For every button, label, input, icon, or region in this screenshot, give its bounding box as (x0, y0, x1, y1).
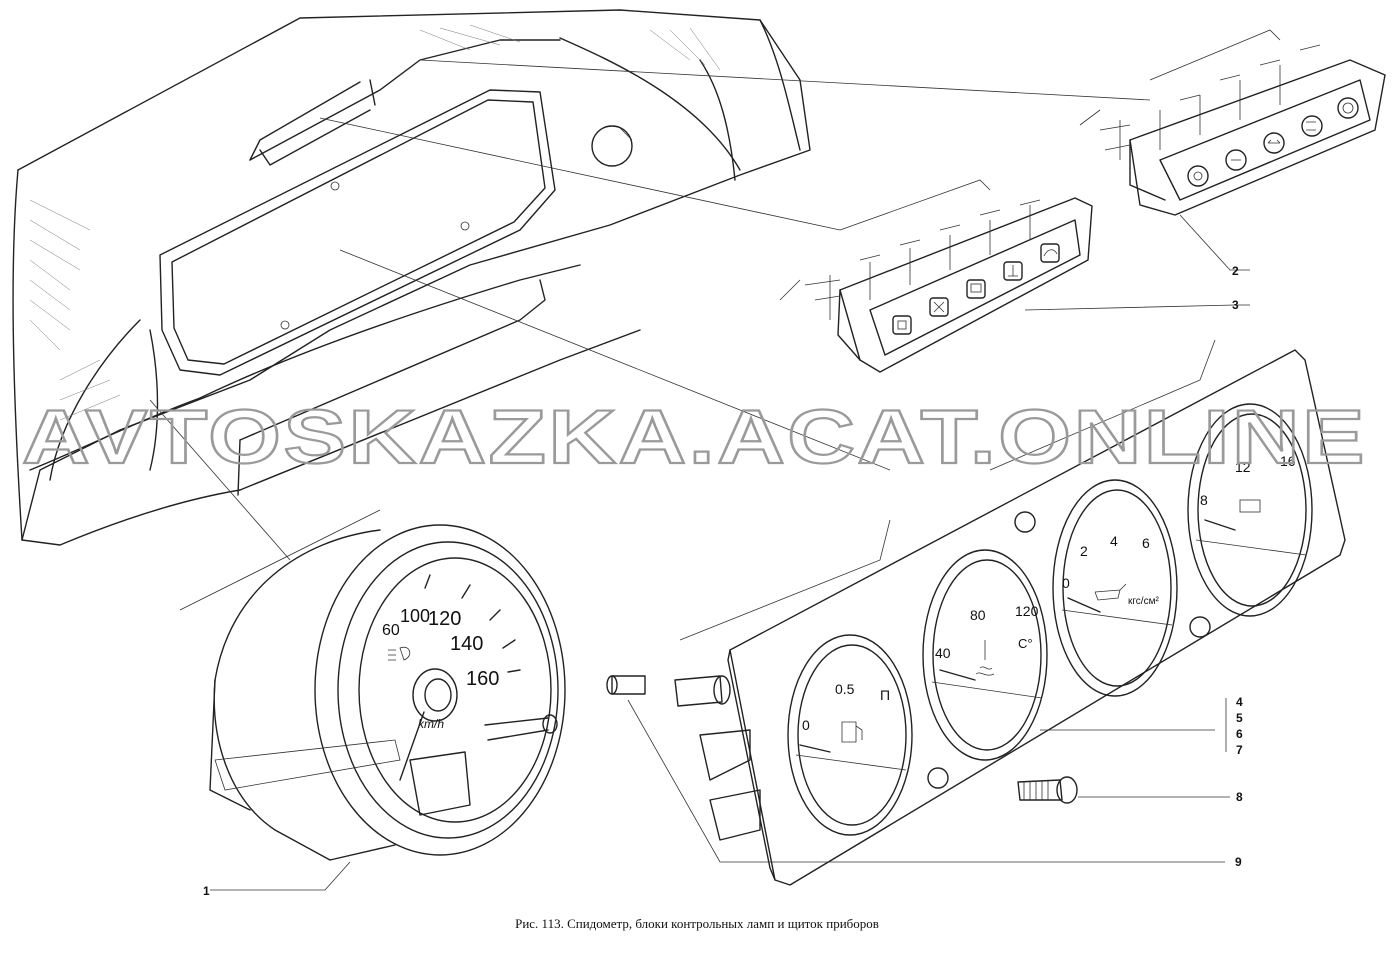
oil-label-6: 6 (1142, 535, 1150, 551)
callout-2: 2 (1232, 264, 1239, 278)
temp-label-120: 120 (1015, 603, 1039, 619)
fuel-label-zero: 0 (802, 717, 810, 733)
callout-6: 6 (1236, 727, 1243, 741)
oil-label-2: 2 (1080, 543, 1088, 559)
callout-4: 4 (1236, 695, 1243, 709)
coolant-temp-icon (975, 640, 995, 676)
volt-label-16: 16 (1280, 453, 1296, 469)
oil-can-icon (1094, 583, 1127, 601)
watermark: AVTOSKAZKA.ACAT.ONLINE (22, 395, 1367, 480)
callout-1: 1 (203, 884, 210, 898)
temp-label-80: 80 (970, 607, 986, 623)
figure-caption: Рис. 113. Спидометр, блоки контрольных л… (515, 916, 879, 931)
oil-label-4: 4 (1110, 533, 1118, 549)
voltmeter-gauge: 8 12 16 (1187, 403, 1313, 617)
instrument-cluster: 0 0.5 П 40 80 120 C° 0 2 4 6 кгс (606, 339, 1346, 886)
callout-5: 5 (1236, 711, 1243, 725)
oil-pressure-gauge: 0 2 4 6 кгс/см² (1052, 479, 1178, 697)
screw-part: 8 (1017, 776, 1243, 804)
fuel-label-full: П (880, 687, 890, 703)
speed-tick-140: 140 (450, 633, 483, 655)
fuel-label-half: 0.5 (835, 681, 855, 697)
speedometer: 60 100 120 140 160 km/h 1 (179, 509, 566, 898)
callout-9: 9 (1235, 855, 1242, 869)
temp-label-40: 40 (935, 645, 951, 661)
speed-tick-160: 160 (466, 668, 499, 690)
battery-icon (1239, 499, 1261, 513)
high-beam-icon (388, 646, 411, 661)
callout-3: 3 (1232, 298, 1239, 312)
indicator-lamp-block-3: 3 (779, 179, 1250, 373)
fuel-gauge: 0 0.5 П (787, 634, 913, 836)
indicator-lamp-block-2: 2 (1079, 29, 1386, 278)
oil-label-unit: кгс/см² (1128, 596, 1159, 607)
fuel-pump-icon (841, 721, 863, 743)
temp-label-unit: C° (1018, 636, 1033, 651)
callout-7: 7 (1236, 743, 1243, 757)
volt-label-12: 12 (1235, 459, 1251, 475)
callout-8: 8 (1236, 790, 1243, 804)
speed-tick-120: 120 (428, 608, 461, 630)
oil-label-0: 0 (1062, 575, 1070, 591)
dashboard-panel (12, 9, 1151, 561)
speed-tick-60: 60 (382, 622, 400, 639)
volt-label-8: 8 (1200, 492, 1208, 508)
speed-tick-100: 100 (400, 606, 430, 626)
lamp-bulb-part: 9 (606, 675, 1242, 869)
temperature-gauge: 40 80 120 C° (922, 549, 1048, 761)
